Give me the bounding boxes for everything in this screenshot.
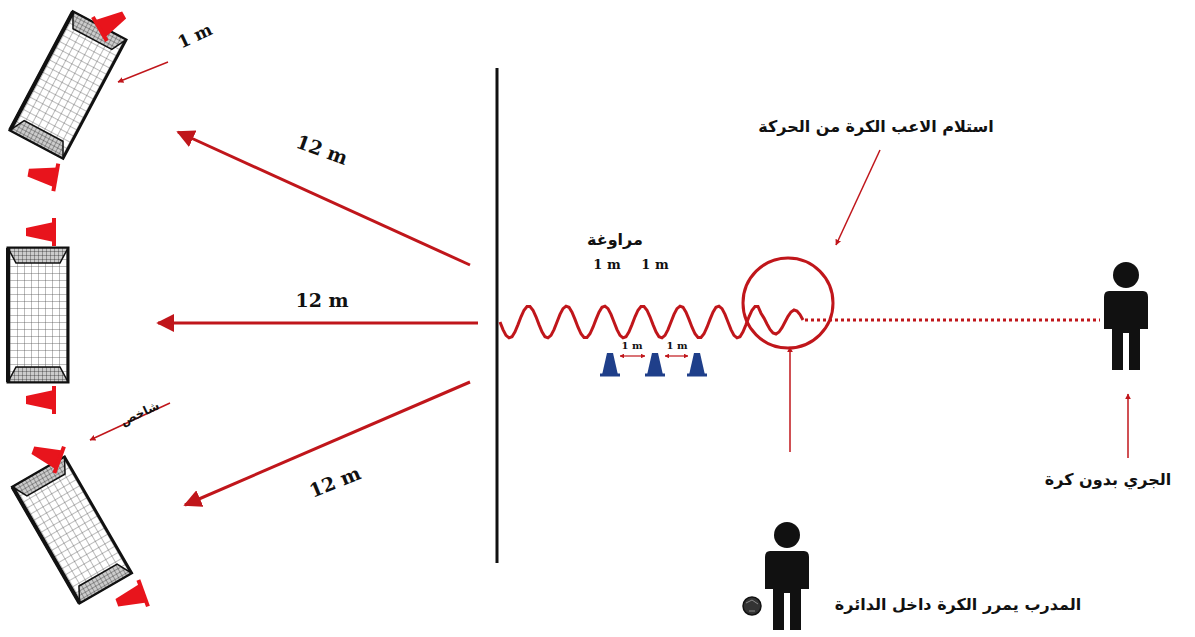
- spacing-label: 1 m: [641, 258, 668, 272]
- dimension-label: 1 m: [175, 20, 215, 52]
- marker-label: شاخص: [118, 399, 161, 428]
- spacing-label: 1 m: [593, 258, 620, 272]
- spacing-label: 1 m: [621, 340, 642, 351]
- distance-label: 12 m: [306, 462, 363, 501]
- callout-label: المدرب يمرر الكرة داخل الدائرة: [835, 596, 1081, 614]
- spacing-label: 1 m: [666, 340, 687, 351]
- callout-label: استلام الاعب الكرة من الحركة: [758, 118, 994, 136]
- dribble-label: مراوغة: [587, 231, 643, 249]
- callout-label: الجري بدون كرة: [1045, 471, 1171, 489]
- distance-label: 12 m: [293, 131, 350, 169]
- distance-label: 12 m: [295, 290, 348, 311]
